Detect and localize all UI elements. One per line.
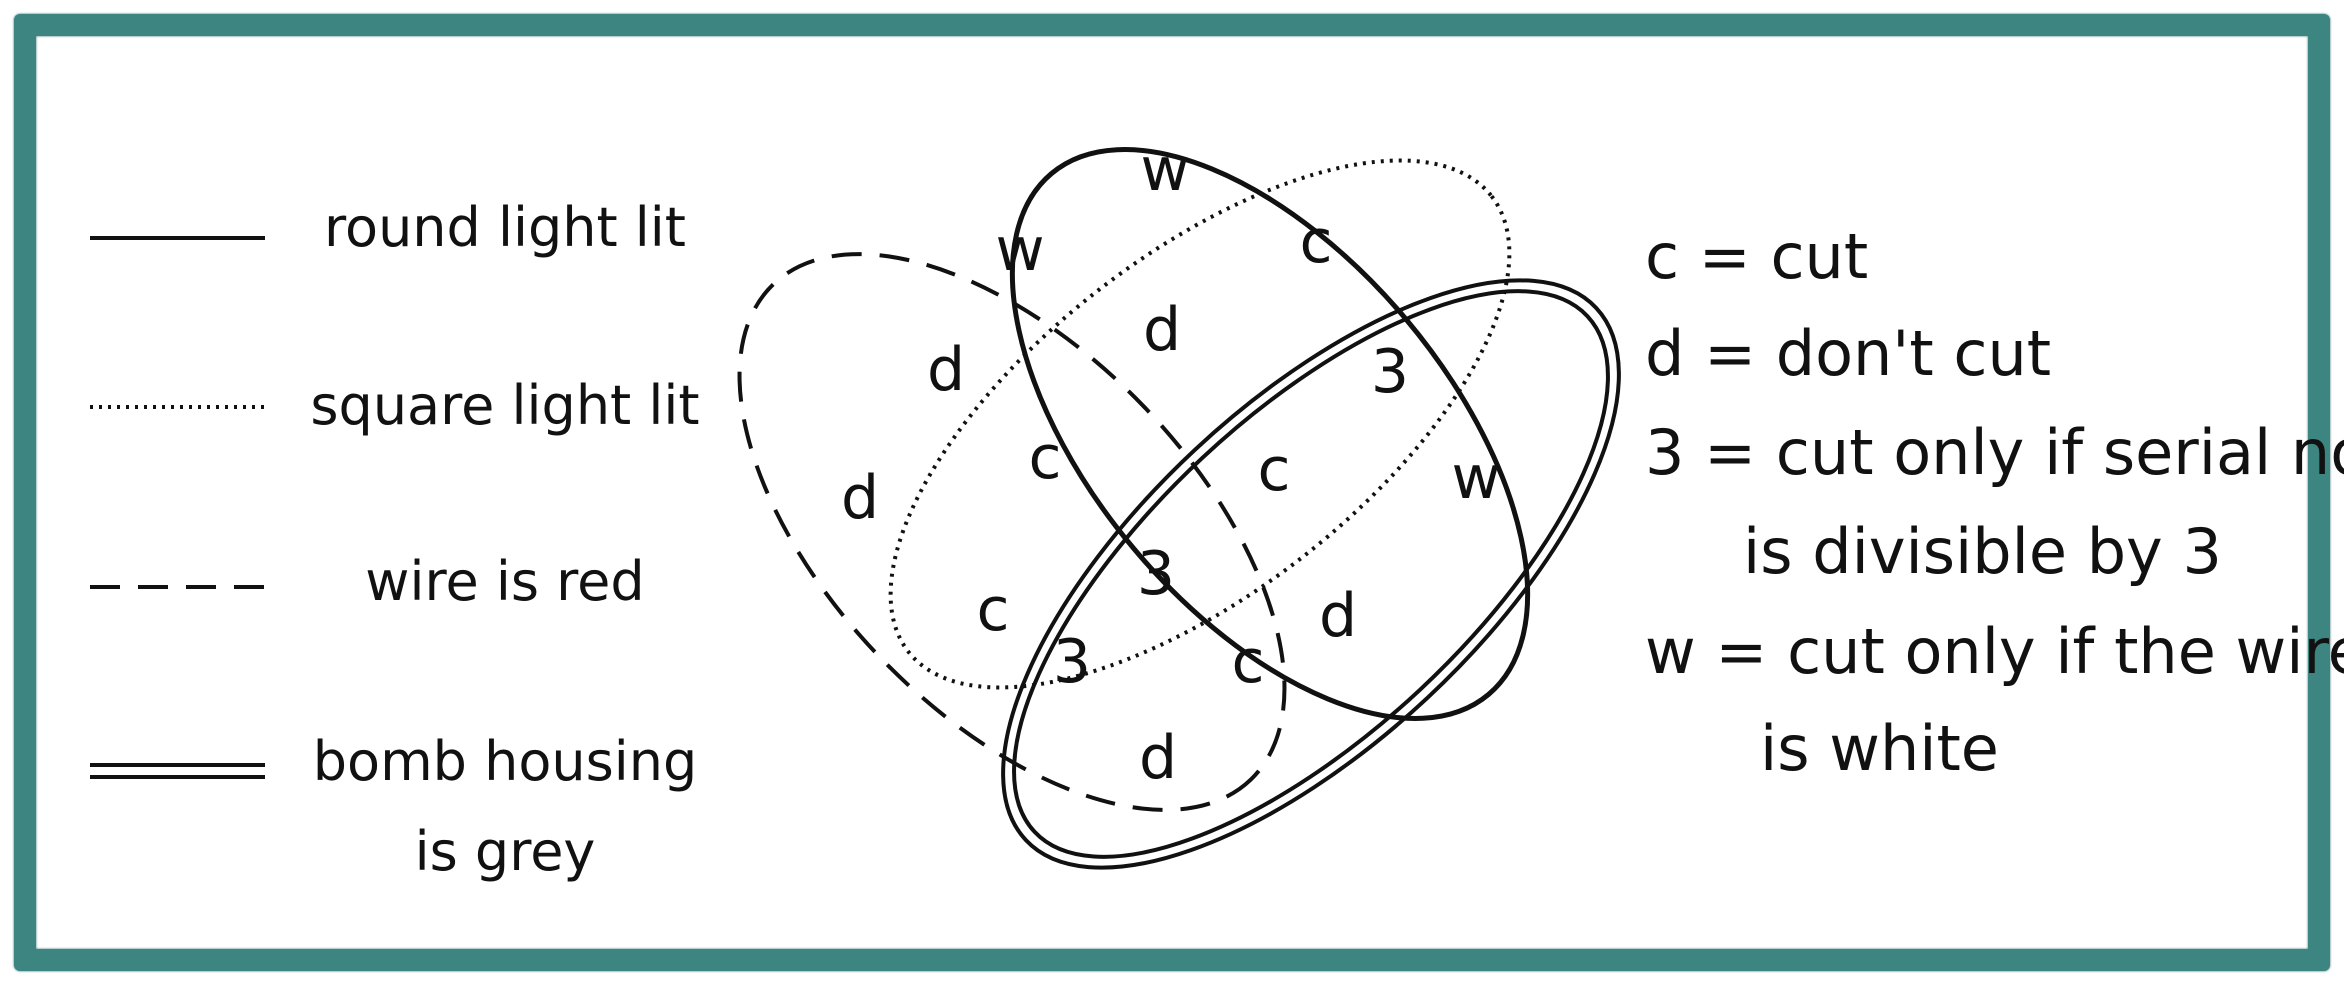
region-label: c xyxy=(1029,423,1062,493)
region-label: 3 xyxy=(1371,337,1409,407)
ellipse-square-light xyxy=(888,158,1512,690)
ellipse-wire-red xyxy=(737,252,1287,812)
key-line-serial-cont: is divisible by 3 xyxy=(1743,515,2222,588)
region-label: d xyxy=(1319,581,1357,651)
region-label: d xyxy=(1139,723,1177,793)
region-label: d xyxy=(1143,295,1181,365)
key-line-white-cont: is white xyxy=(1760,712,1999,785)
region-label: c xyxy=(977,575,1010,645)
legend: round light lit square light lit wire is… xyxy=(90,196,700,883)
region-label: c xyxy=(1232,627,1265,697)
region-label: d xyxy=(927,335,965,405)
ellipse-round-light xyxy=(1009,147,1531,721)
region-label: d xyxy=(841,463,879,533)
key: c = cut d = don't cut 3 = cut only if se… xyxy=(1645,220,2344,785)
legend-label-red: wire is red xyxy=(365,550,644,613)
region-label: 3 xyxy=(1053,627,1091,697)
region-label: 3 xyxy=(1137,539,1175,609)
key-line-white: w = cut only if the wire xyxy=(1645,615,2344,688)
region-label: w xyxy=(995,215,1044,285)
legend-label-grey-line2: is grey xyxy=(415,820,596,883)
region-label: w xyxy=(1140,135,1189,205)
legend-label-round: round light lit xyxy=(324,196,686,259)
region-label: c xyxy=(1258,435,1291,505)
legend-label-grey-line1: bomb housing xyxy=(313,730,698,793)
region-label: w xyxy=(1451,443,1500,513)
key-line-cut: c = cut xyxy=(1645,220,1868,293)
legend-swatch-double xyxy=(90,763,265,779)
legend-label-square: square light lit xyxy=(310,374,699,437)
venn-ellipses xyxy=(737,147,1621,870)
key-line-serial: 3 = cut only if serial no. xyxy=(1645,416,2344,489)
region-label: c xyxy=(1300,207,1333,277)
region-labels: w w c d d 3 c c d w 3 c 3 c d d xyxy=(841,135,1501,793)
teal-frame xyxy=(14,14,2330,971)
key-line-dont-cut: d = don't cut xyxy=(1645,317,2051,390)
ellipse-bomb-grey xyxy=(1001,278,1621,870)
